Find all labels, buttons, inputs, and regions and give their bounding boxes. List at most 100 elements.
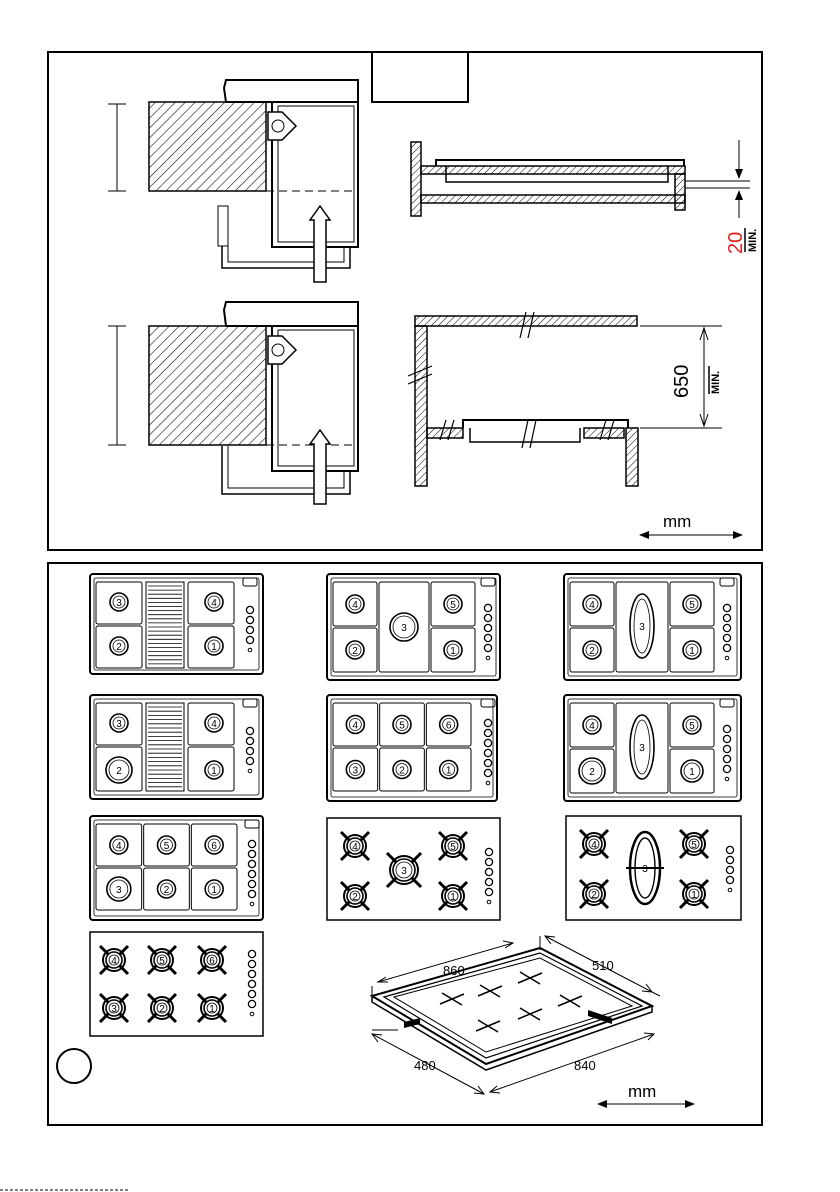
dim-840-value: 840 bbox=[574, 1058, 596, 1073]
indicator-light bbox=[486, 656, 490, 660]
burner: 1 bbox=[683, 641, 701, 659]
burner: 5 bbox=[683, 595, 701, 613]
dim-510-value: 510 bbox=[592, 958, 614, 973]
burner: 5 bbox=[393, 716, 411, 734]
burner-number: 5 bbox=[399, 721, 405, 732]
worktop-section-upper bbox=[411, 140, 750, 218]
burner: 5 bbox=[683, 716, 701, 734]
dim-650-note: MIN. bbox=[710, 371, 722, 394]
burner-number: 6 bbox=[446, 721, 452, 732]
control-knob bbox=[484, 719, 491, 726]
burner-number: 1 bbox=[450, 892, 456, 903]
hob-layout-4: 3 4 2 1 bbox=[90, 695, 263, 799]
burner: 3 bbox=[107, 877, 131, 901]
indicator-light bbox=[725, 777, 729, 781]
control-knob bbox=[484, 729, 491, 736]
burner-number: 1 bbox=[689, 767, 695, 778]
burner-number: 2 bbox=[591, 890, 597, 901]
control-knob bbox=[248, 1000, 255, 1007]
control-knob bbox=[246, 606, 253, 613]
burner-number: 1 bbox=[211, 642, 217, 653]
control-knob bbox=[248, 880, 255, 887]
control-knob bbox=[248, 870, 255, 877]
burner-number: 2 bbox=[399, 766, 405, 777]
burner-number: 1 bbox=[211, 885, 217, 896]
burner-number: 1 bbox=[211, 766, 217, 777]
burner-number: 2 bbox=[589, 646, 595, 657]
burner-number: 5 bbox=[450, 842, 456, 853]
burner-number: 4 bbox=[353, 721, 359, 732]
control-knob bbox=[246, 747, 253, 754]
burner-number: 3 bbox=[116, 598, 122, 609]
burner: 5 bbox=[158, 836, 176, 854]
burner: 4 bbox=[346, 595, 364, 613]
burner-number: 5 bbox=[450, 600, 456, 611]
control-knob bbox=[248, 970, 255, 977]
burner: 4 bbox=[205, 714, 223, 732]
burner-number: 4 bbox=[111, 956, 117, 967]
control-knob bbox=[723, 725, 730, 732]
control-knob bbox=[484, 624, 491, 631]
burner: 3 bbox=[346, 761, 364, 779]
control-knob bbox=[485, 888, 492, 895]
control-knob bbox=[484, 644, 491, 651]
burner-number: 4 bbox=[211, 598, 217, 609]
burner-number: 4 bbox=[116, 841, 122, 852]
burner-number: 4 bbox=[352, 600, 358, 611]
fish-burner-number: 3 bbox=[639, 622, 645, 633]
control-knob bbox=[723, 604, 730, 611]
burner: 3 bbox=[110, 714, 128, 732]
hob-layout-2: 45321 bbox=[327, 574, 500, 680]
burner: 1 bbox=[440, 761, 458, 779]
burner-number: 5 bbox=[159, 956, 165, 967]
cabinet-view-lower bbox=[108, 302, 358, 504]
control-knob bbox=[248, 860, 255, 867]
burner-number: 1 bbox=[209, 1004, 215, 1015]
control-knob bbox=[248, 950, 255, 957]
indicator-light bbox=[725, 656, 729, 660]
indicator-light bbox=[250, 902, 254, 906]
indicator-light bbox=[728, 888, 732, 892]
burner: 4 bbox=[110, 836, 128, 854]
burner-number: 6 bbox=[211, 841, 217, 852]
hob-layout-6: 45213 bbox=[564, 695, 741, 801]
dim-860-value: 860 bbox=[443, 963, 465, 978]
control-knob bbox=[485, 858, 492, 865]
burner: 2 bbox=[110, 637, 128, 655]
wall-section-lower bbox=[408, 312, 722, 486]
hob-layout-1: 3 4 2 1 bbox=[90, 574, 263, 674]
control-knob bbox=[726, 846, 733, 853]
burner-number: 3 bbox=[116, 719, 122, 730]
burner-number: 4 bbox=[211, 719, 217, 730]
burner-number: 2 bbox=[159, 1004, 165, 1015]
control-knob bbox=[484, 749, 491, 756]
burner: 4 bbox=[205, 593, 223, 611]
burner-number: 2 bbox=[116, 642, 122, 653]
burner-number: 3 bbox=[353, 766, 359, 777]
burner: 1 bbox=[205, 761, 223, 779]
burner: 4 bbox=[583, 595, 601, 613]
burner-number: 2 bbox=[116, 766, 122, 777]
control-knob bbox=[246, 727, 253, 734]
burner: 1 bbox=[444, 641, 462, 659]
control-knob bbox=[723, 614, 730, 621]
cabinet-view-upper bbox=[108, 80, 358, 282]
burner: 6 bbox=[440, 716, 458, 734]
control-knob bbox=[246, 636, 253, 643]
hob-layout-8: 45321 bbox=[327, 818, 500, 920]
control-knob bbox=[484, 614, 491, 621]
burner-number: 1 bbox=[691, 890, 697, 901]
control-knob bbox=[248, 890, 255, 897]
control-knob bbox=[246, 757, 253, 764]
figure-label-box bbox=[372, 52, 468, 102]
control-knob bbox=[723, 644, 730, 651]
indicator-light bbox=[248, 769, 252, 773]
control-knob bbox=[484, 634, 491, 641]
burner-number: 1 bbox=[689, 646, 695, 657]
burner-number: 1 bbox=[446, 766, 452, 777]
indicator-light bbox=[487, 900, 491, 904]
control-knob bbox=[248, 980, 255, 987]
